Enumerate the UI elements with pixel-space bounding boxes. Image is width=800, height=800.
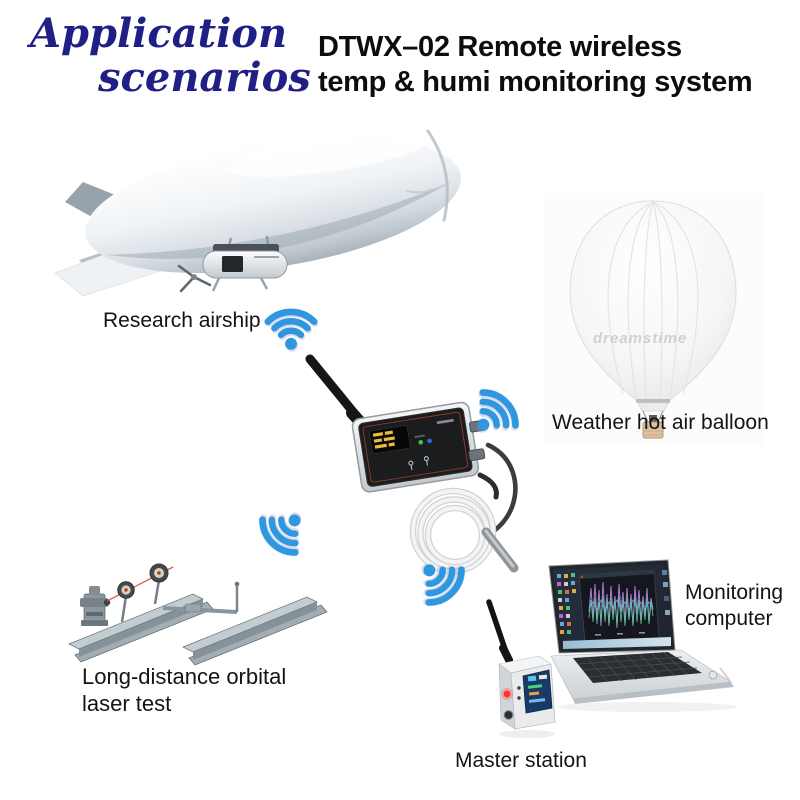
watermark-text: dreamstime [593, 330, 688, 347]
dtwx-device-image [305, 354, 519, 575]
device-box [351, 401, 486, 493]
balloon-envelope [569, 200, 737, 402]
device-brand-mark [414, 418, 454, 438]
laser-label-line2: laser test [82, 691, 172, 716]
monitoring-computer-image [548, 559, 737, 712]
master-station-image [486, 599, 556, 738]
desktop-icons [557, 570, 670, 634]
master-body [498, 655, 556, 730]
device-display [369, 425, 411, 454]
chart-window [578, 569, 660, 643]
airship-hull [85, 127, 461, 274]
product-title: DTWX–02 Remote wireless temp & humi moni… [318, 30, 753, 100]
cable-gland-bottom [468, 448, 486, 461]
laser-target-1 [117, 581, 135, 623]
power-button [708, 670, 718, 680]
device-led-blue [427, 438, 432, 444]
laser-label: Long-distance orbital laser test [82, 663, 286, 717]
laser-label-line1: Long-distance orbital [82, 664, 287, 689]
device-port-glyphs [408, 456, 429, 471]
hot-air-balloon-image [543, 193, 763, 445]
balloon-basket [636, 399, 670, 439]
laser-target-2 [149, 563, 169, 605]
master-led-red [503, 690, 511, 698]
product-title-line2: temp & humi monitoring system [318, 66, 753, 98]
device-led-green [418, 439, 424, 445]
rail-beam-right [182, 596, 328, 666]
computer-label: Monitoring computer [685, 580, 783, 632]
probe-cable-black [485, 442, 518, 538]
temperature-probe [481, 527, 519, 573]
taskbar [563, 637, 671, 649]
airship-gondola [177, 235, 288, 293]
sensor-cable-black [477, 472, 499, 500]
computer-label-line2: computer [685, 607, 773, 630]
airship-propeller-icon [177, 264, 212, 293]
master-label: Master station [455, 749, 587, 772]
computer-label-line1: Monitoring [685, 581, 784, 604]
master-button-2 [517, 696, 521, 700]
master-antenna [486, 599, 513, 664]
page-title-line1: Application [30, 10, 288, 57]
research-airship-image [55, 127, 461, 297]
master-shadow [499, 730, 555, 738]
measuring-rod [162, 581, 240, 614]
page-title: Application scenarios [30, 12, 311, 100]
product-title-line1: DTWX–02 Remote wireless [318, 31, 682, 63]
laptop-shadow [557, 702, 737, 712]
master-screen [522, 669, 553, 714]
laser-test-image [68, 563, 328, 666]
master-button-1 [517, 686, 521, 690]
balloon-label: Weather hot air balloon [552, 411, 769, 434]
page-title-line2: scenarios [98, 54, 311, 101]
laptop-screen [548, 559, 676, 654]
wifi-signal-icon-airship [261, 296, 321, 356]
laptop-base [550, 649, 734, 704]
airship-label: Research airship [103, 309, 261, 332]
laser-theodolite [80, 586, 111, 626]
master-port [503, 710, 514, 720]
